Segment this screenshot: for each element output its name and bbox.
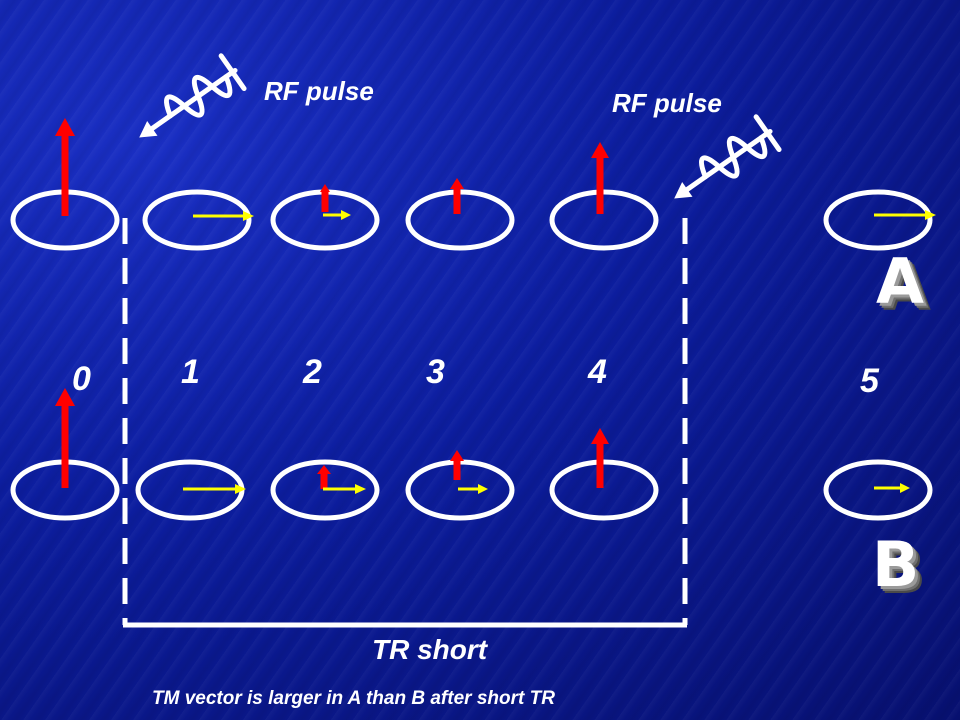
mz-vector-a-2-head — [320, 184, 330, 192]
row-a-label: A — [876, 245, 924, 318]
mxy-vector-b-3-head — [478, 484, 488, 494]
mz-vector-b-4-head — [591, 428, 609, 444]
step-label-5: 5 — [860, 362, 879, 400]
mz-vector-a-4-head — [591, 142, 609, 158]
tr-bracket — [122, 218, 688, 628]
step-label-3: 3 — [426, 353, 445, 391]
loop-b-2 — [270, 459, 380, 521]
mz-vector-a-0-head — [55, 118, 75, 136]
step-label-4: 4 — [588, 353, 607, 391]
loop-a-1 — [142, 189, 252, 251]
mxy-vector-a-2-head — [341, 210, 351, 220]
mxy-vector-b-2-head — [355, 484, 366, 494]
row-b-label: B — [872, 528, 920, 601]
mxy-vector-a-1-head — [243, 211, 254, 221]
mxy-vector-b-1-head — [235, 484, 246, 494]
loop-b-4 — [549, 459, 659, 521]
mz-vector-a-3-head — [450, 178, 464, 189]
step-label-2: 2 — [303, 353, 322, 391]
loop-b-5 — [823, 459, 933, 521]
tr-short-label: TR short — [372, 634, 488, 665]
rf-pulse-label-2: RF pulse — [612, 88, 722, 118]
row-a-loops — [10, 189, 933, 251]
mz-vector-b-3-head — [450, 450, 464, 461]
step-label-1: 1 — [181, 353, 200, 391]
mz-vector-b-0-head — [55, 388, 75, 406]
caption: TM vector is larger in A than B after sh… — [152, 688, 555, 709]
row-b-loops — [10, 459, 933, 521]
rf-wave-arrow-icon — [674, 114, 782, 199]
loop-a-5 — [823, 189, 933, 251]
mz-vector-b-2-head — [317, 465, 331, 474]
loop-a-4 — [549, 189, 659, 251]
rf-pulse-label-1: RF pulse — [264, 76, 374, 106]
step-label-0: 0 — [72, 360, 91, 398]
mxy-vector-a-5-head — [925, 210, 936, 220]
mxy-vector-b-5-head — [900, 483, 910, 493]
rf-wave-arrow-icon — [139, 53, 247, 138]
